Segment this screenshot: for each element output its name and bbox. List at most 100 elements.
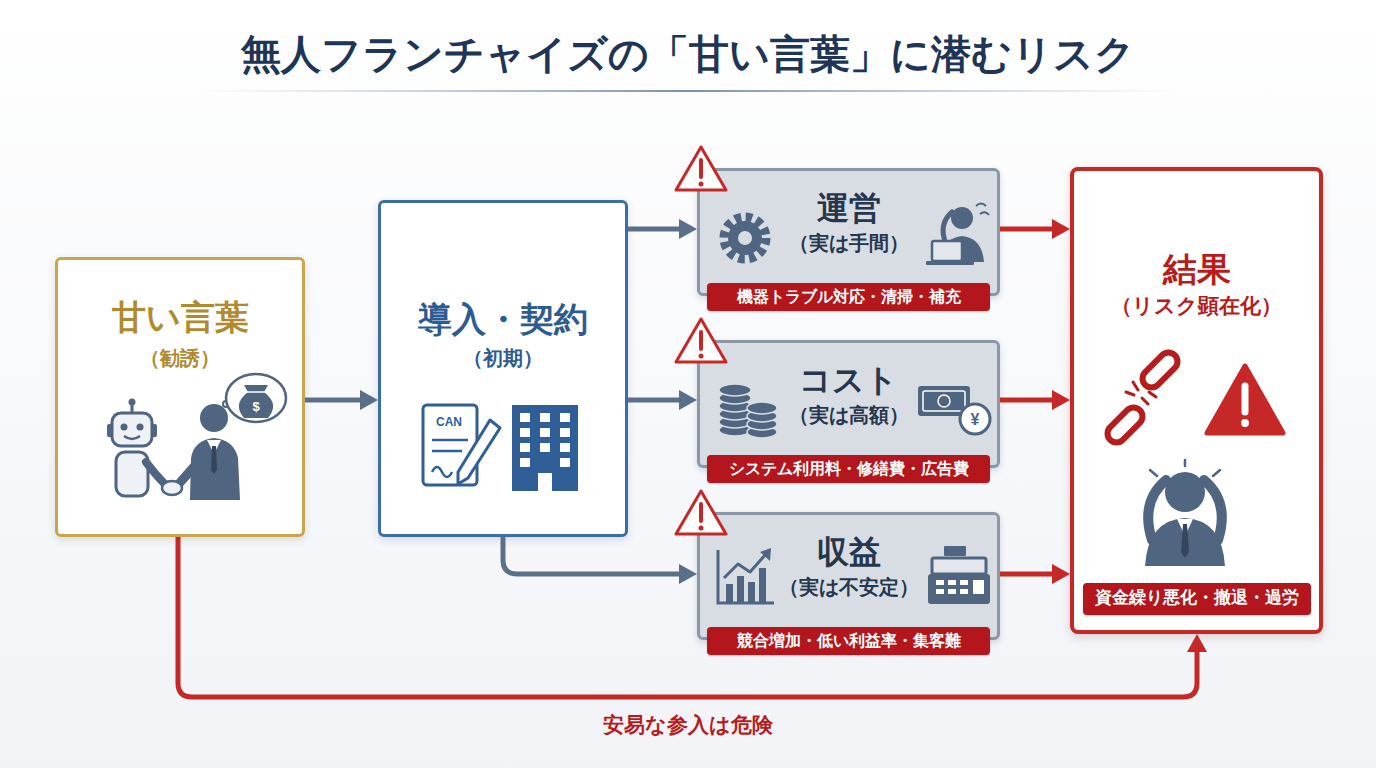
warning-triangle-part <box>1241 419 1249 427</box>
contract-icon-part <box>432 439 468 442</box>
stage-box: 導入・契約 （初期） <box>378 200 628 537</box>
thought-bubble-part <box>226 374 286 422</box>
warning-triangle-part <box>699 504 703 521</box>
chart-icon-part <box>748 582 755 602</box>
node-heading: 導入・契約 <box>381 299 625 340</box>
cash-register-icon-part <box>948 589 956 594</box>
cash-register-icon-part <box>928 574 990 604</box>
connector-arrow <box>1000 219 1070 239</box>
banknote-icon-part <box>960 404 990 434</box>
icon-label: $ <box>252 400 259 413</box>
arrow-head <box>679 219 697 239</box>
building-icon-part <box>560 428 570 437</box>
arrow-head <box>1187 634 1207 652</box>
connector-line <box>1000 572 1054 577</box>
node-subtext: （初期） <box>381 346 625 370</box>
contract-icon-part <box>432 467 452 477</box>
robot-icon-part <box>129 399 136 406</box>
connector-arrow <box>1000 390 1070 410</box>
cash-register-icon-part <box>936 580 944 585</box>
node-heading: 結果 <box>1074 249 1319 290</box>
thought-bubble-part <box>247 391 265 393</box>
distressed-man-icon-part <box>1165 472 1205 512</box>
arrow-head <box>1052 390 1070 410</box>
risk-band: 機器トラブル対応・清掃・補充 <box>707 283 990 311</box>
connector-line <box>1000 398 1054 403</box>
risk-band: 資金繰り悪化・撤退・過労 <box>1083 583 1311 615</box>
building-icon-part <box>520 458 530 467</box>
edge-label: 安易な参入は危険 <box>603 714 773 735</box>
node-heading: システム利用料・修繕費・広告費 <box>707 459 990 478</box>
title: 無人フランチャイズの「甘い言葉」に潜むリスク <box>0 30 1376 78</box>
node-subtext: （リスク顕在化） <box>1074 293 1319 318</box>
node-heading: 甘い言葉 <box>58 297 302 338</box>
arrow-head <box>679 390 697 410</box>
chart-icon-part <box>726 584 733 602</box>
building-icon-part <box>512 405 578 491</box>
title-rule <box>200 90 1176 92</box>
contract-icon-part <box>432 450 462 453</box>
connector-arrow <box>178 537 1207 697</box>
risk-band: システム利用料・修繕費・広告費 <box>707 455 990 483</box>
building-icon-part <box>540 413 550 422</box>
arrow-head <box>360 390 378 410</box>
building-icon-part <box>538 473 552 491</box>
building-icon-part <box>540 443 550 452</box>
warning-triangle-part <box>699 182 704 187</box>
cash-register-icon-part <box>960 589 968 594</box>
businessman-icon-part <box>162 481 182 495</box>
coin-stack-icon-part <box>747 402 777 414</box>
cash-register-icon-part <box>948 580 956 585</box>
risk-band: 競合増加・低い利益率・集客難 <box>707 627 990 655</box>
building-icon-part <box>560 443 570 452</box>
robot-icon-part <box>116 452 148 496</box>
cash-register-icon-part <box>973 580 984 594</box>
gear-icon-part <box>738 231 752 245</box>
thought-bubble-part <box>239 385 273 418</box>
connector-arrow <box>628 390 697 410</box>
chart-icon-part <box>737 576 744 602</box>
robot-icon-part <box>124 436 140 439</box>
robot-icon-part <box>121 424 128 431</box>
icon-label: ¥ <box>971 412 980 428</box>
arrow-head <box>679 564 697 584</box>
connector-line <box>178 537 1197 697</box>
arrow-head <box>1052 564 1070 584</box>
robot-icon-part <box>112 413 152 446</box>
coin-stack-icon-part <box>719 384 751 396</box>
building-icon-part <box>540 428 550 437</box>
connector-line <box>628 398 681 403</box>
warning-triangle-part <box>699 354 704 359</box>
gear-icon <box>724 217 766 259</box>
connector-line <box>305 398 362 403</box>
connector-arrow <box>1000 564 1070 584</box>
cash-register-icon-part <box>944 546 966 556</box>
robot-icon-part <box>137 424 144 431</box>
node-heading: 資金繰り悪化・撤退・過労 <box>1083 588 1311 608</box>
connector-arrow <box>305 390 378 410</box>
gear-icon-part <box>728 221 762 255</box>
chart-icon-part <box>759 568 766 602</box>
worker-icon-part <box>951 207 973 229</box>
building-icon-part <box>560 458 570 467</box>
banknote-icon-part <box>923 391 965 411</box>
connector-line <box>1000 227 1054 232</box>
businessman-icon-part <box>211 446 217 474</box>
connector-line <box>628 227 681 232</box>
building-icon-part <box>560 413 570 422</box>
icon-label: CAN <box>436 416 462 428</box>
warning-triangle-part <box>699 332 703 349</box>
node-heading: 機器トラブル対応・清掃・補充 <box>707 287 990 306</box>
arrow-head <box>1052 219 1070 239</box>
distressed-man-icon-part <box>1181 524 1189 558</box>
businessman-icon-part <box>200 404 228 432</box>
cash-register-icon-part <box>960 580 968 585</box>
cash-register-icon-part <box>936 589 944 594</box>
warning-triangle-part <box>699 526 704 531</box>
building-icon-part <box>520 443 530 452</box>
connector-arrow <box>503 537 697 584</box>
node-subtext: （勧誘） <box>58 346 302 370</box>
